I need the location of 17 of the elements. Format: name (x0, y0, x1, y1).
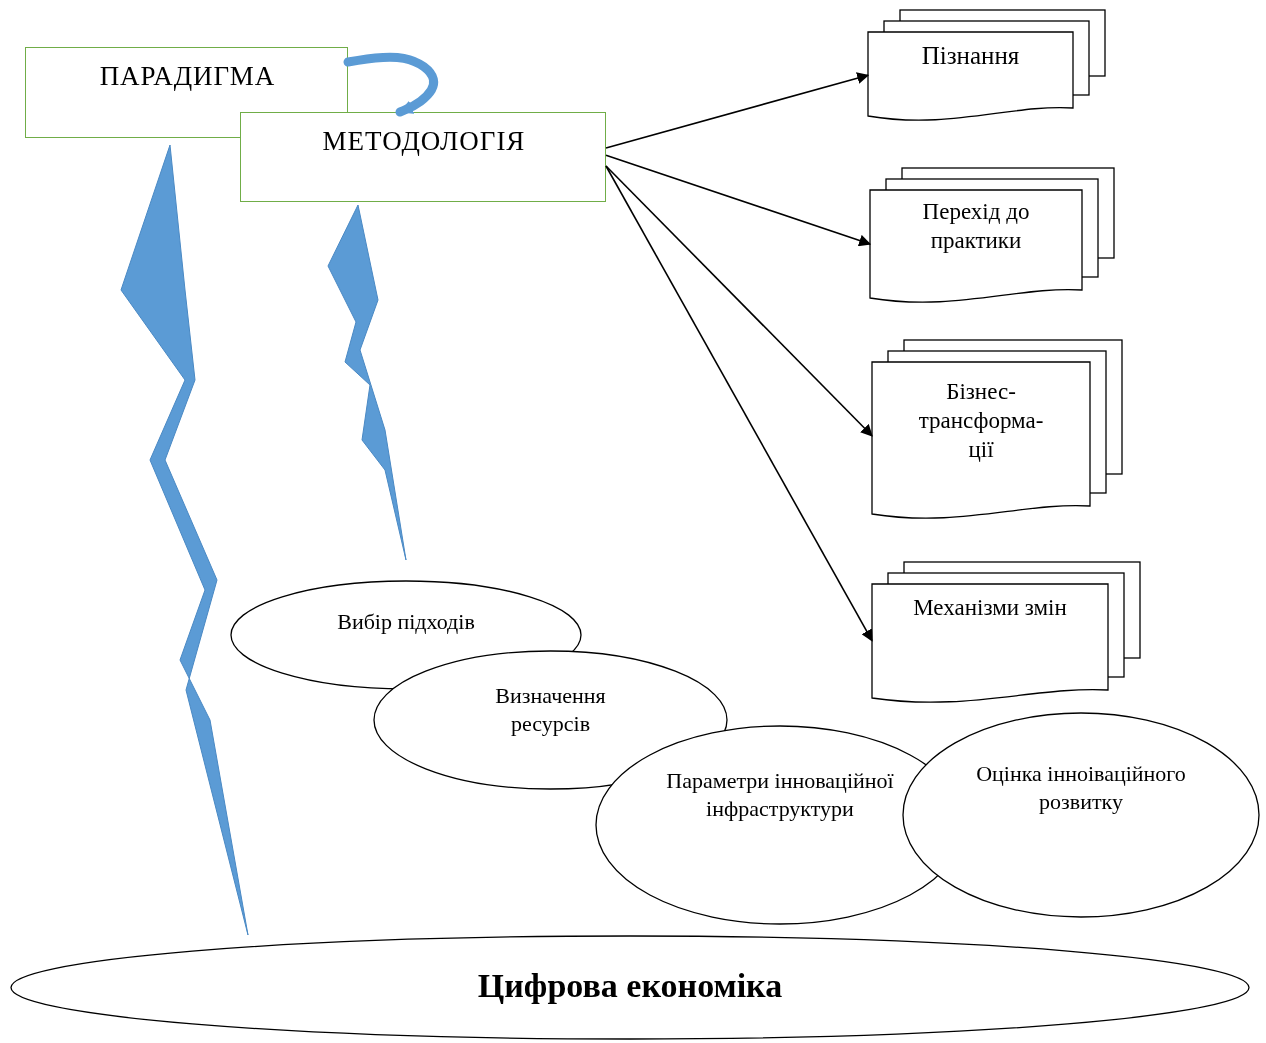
node-label: Цифрова економіка (476, 966, 784, 1006)
node-title: МЕТОДОЛОГІЯ (321, 125, 527, 158)
node-label: Визначення ресурсів (494, 682, 607, 737)
node-label: Бізнес- трансформа- ції (917, 378, 1045, 464)
curved-arrow (343, 52, 439, 117)
node-label: Вибір підходів (336, 608, 476, 636)
arrow (605, 72, 870, 149)
arrow (605, 154, 872, 247)
arrow (605, 165, 873, 437)
node-label: Механізми змін (912, 594, 1068, 622)
arrow (605, 165, 873, 642)
text-box (240, 112, 606, 202)
node-label: Перехід до практики (921, 198, 1031, 255)
node-title: ПАРАДИГМА (98, 60, 277, 93)
node-label: Параметри інноваційної інфраструктури (665, 767, 895, 822)
node-label: Пізнання (920, 41, 1021, 71)
node-label: Оцінка інноіваційного розвитку (975, 760, 1187, 815)
